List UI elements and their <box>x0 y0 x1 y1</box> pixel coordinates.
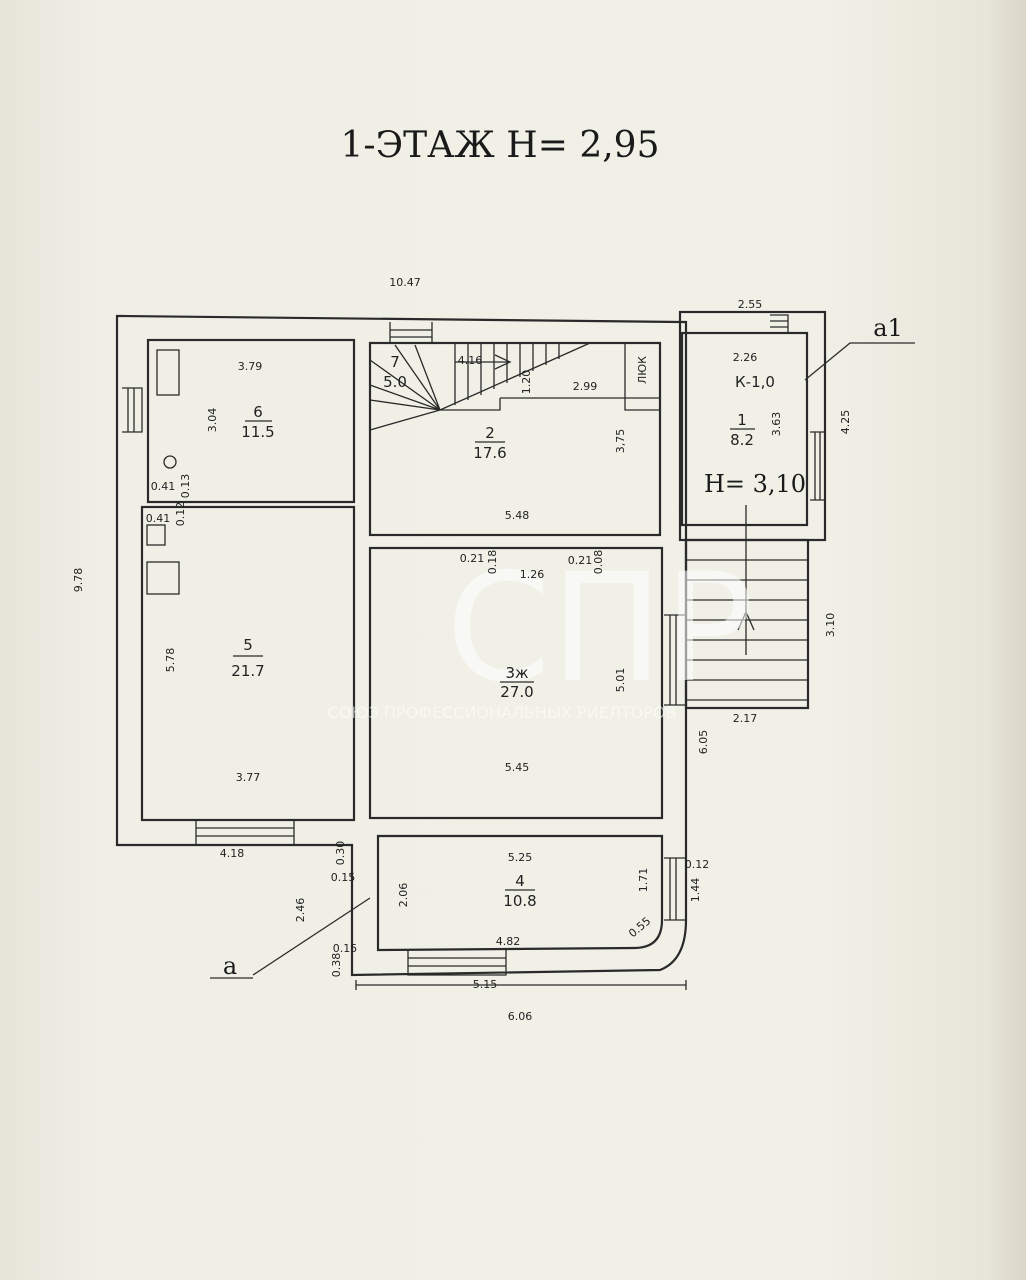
room-area: 10.8 <box>503 892 536 910</box>
room-area: 5.0 <box>383 373 407 391</box>
dimension: 1.26 <box>520 568 545 581</box>
dimension: 3.10 <box>824 613 837 638</box>
room-area: 8.2 <box>730 431 754 449</box>
dimension: 4.25 <box>839 410 852 435</box>
dimension: 5.01 <box>614 668 627 693</box>
dimension: 4.82 <box>496 935 521 948</box>
room-5-outline <box>140 505 356 822</box>
watermark-logo: СПР <box>446 542 754 716</box>
room-area: 27.0 <box>500 683 533 701</box>
annex-tag: а1 <box>873 314 903 342</box>
hatch-label: ЛЮК <box>636 356 649 384</box>
dimension: 0.41 <box>151 480 176 493</box>
dimension: 10.47 <box>389 276 421 289</box>
dimension: 4.16 <box>458 354 483 367</box>
dimension: 2.46 <box>294 898 307 923</box>
dimension: 0.21 <box>568 554 593 567</box>
dimension: 6.06 <box>508 1010 533 1023</box>
room-number: 6 <box>253 403 263 421</box>
porch-tag: а <box>223 952 237 980</box>
dimension: 2.06 <box>397 883 410 908</box>
room-number: 2 <box>485 424 495 442</box>
dimension: 4.18 <box>220 847 245 860</box>
dimension: 5.45 <box>505 761 530 774</box>
room-3-outline <box>368 546 664 820</box>
dimension: 3.63 <box>770 412 783 437</box>
dimension: 0.55 <box>626 914 653 940</box>
dimension: 0.08 <box>592 550 605 575</box>
room-area: 21.7 <box>231 662 264 680</box>
dimension: 3,75 <box>614 429 627 454</box>
dimension: 1.20 <box>520 370 533 395</box>
dimension: 3.77 <box>236 771 261 784</box>
dimension: 0.12 <box>174 502 187 527</box>
plan-title: 1-ЭТАЖ H= 2,95 <box>341 125 660 166</box>
room-labels: 6 11.5 7 5.0 2 17.6 1 8.2 5 21.7 3ж 27.0… <box>223 314 903 980</box>
room-area: 17.6 <box>473 444 506 462</box>
stairs-and-windows <box>122 314 915 990</box>
dimension: 2.17 <box>733 712 758 725</box>
room-4-outline <box>376 834 664 952</box>
dimension: 2.26 <box>733 351 758 364</box>
room-number: 7 <box>390 353 400 371</box>
dimension: 0.41 <box>146 512 171 525</box>
room-2-outline <box>368 341 662 537</box>
dimension: 5.78 <box>164 648 177 673</box>
dimension: 2.99 <box>573 380 598 393</box>
dimension: 6.05 <box>697 730 710 755</box>
dimension: 0.30 <box>334 841 347 866</box>
room-number: 5 <box>243 636 253 654</box>
dimension: 2.55 <box>738 298 763 311</box>
annex-code: К-1,0 <box>735 373 775 391</box>
dimension-labels: 10.47 2.55 3.79 3.04 4.16 1.20 2.99 3,75… <box>72 276 852 1023</box>
dimension: 0.15 <box>333 942 358 955</box>
watermark-tagline: СОЮЗ ПРОФЕССИОНАЛЬНЫХ РИЕЛТОРОВ <box>328 703 677 722</box>
dimension: 0.18 <box>486 550 499 575</box>
room-number: 4 <box>515 872 525 890</box>
dimension: 0.21 <box>460 552 485 565</box>
dimension: 0.13 <box>179 474 192 499</box>
dimension: 0.38 <box>330 953 343 978</box>
dimension: 0.12 <box>685 858 710 871</box>
room-area: 11.5 <box>241 423 274 441</box>
dimension: 3.79 <box>238 360 263 373</box>
dimension: 0.15 <box>331 871 356 884</box>
room-number: 3ж <box>505 664 528 682</box>
annex-height: H= 3,10 <box>704 470 806 498</box>
room-number: 1 <box>737 411 747 429</box>
dimension: 5.15 <box>473 978 498 991</box>
dimension: 1.44 <box>689 878 702 903</box>
room-6-outline <box>146 338 356 504</box>
watermark: СПР СОЮЗ ПРОФЕССИОНАЛЬНЫХ РИЕЛТОРОВ <box>328 542 754 722</box>
dimension: 3.04 <box>206 408 219 433</box>
annex-outer <box>678 310 827 542</box>
room-1-outline <box>680 331 809 527</box>
dimension: 5.48 <box>505 509 530 522</box>
dimension: 1.71 <box>637 868 650 893</box>
dimension: 9.78 <box>72 568 85 593</box>
dimension: 5.25 <box>508 851 533 864</box>
